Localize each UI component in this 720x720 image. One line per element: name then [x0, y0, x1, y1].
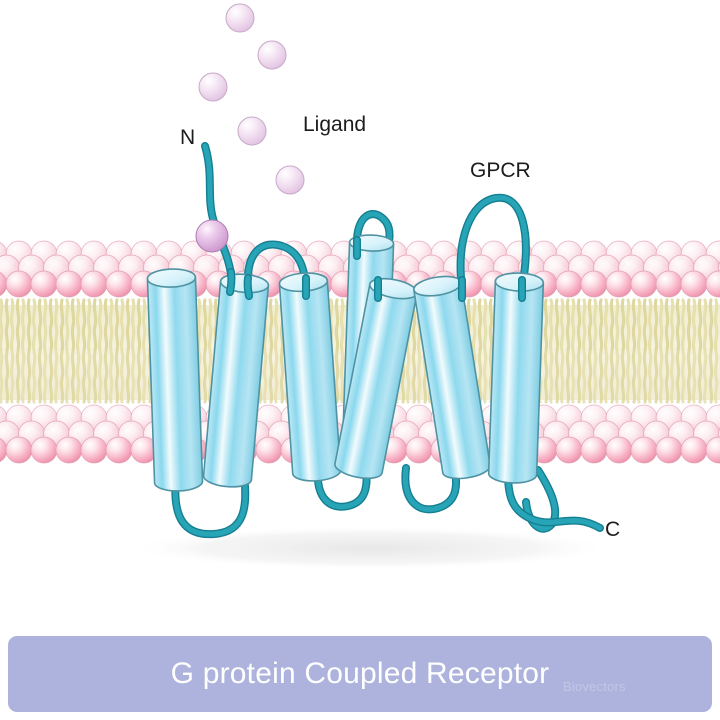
title-bar: G protein Coupled Receptor [8, 636, 712, 712]
helix-tm7 [487, 272, 545, 484]
c-terminus-tail [504, 470, 604, 532]
label-ligand: Ligand [303, 113, 367, 136]
ligand-sphere-4 [237, 116, 267, 146]
ligand-molecules [195, 3, 305, 253]
figure-title: G protein Coupled Receptor [170, 657, 550, 690]
ligand-sphere-6 [195, 219, 229, 253]
ligand-sphere-5 [275, 165, 305, 195]
transmembrane-helices [146, 234, 545, 492]
label-gpcr: GPCR [470, 159, 531, 182]
loop-entry-stubs [226, 236, 526, 302]
watermark: Biovectors [563, 679, 626, 694]
ligand-sphere-1 [225, 3, 255, 33]
receptor-shadow [128, 526, 612, 570]
label-c-terminus: C [605, 518, 621, 541]
ligand-sphere-2 [257, 40, 287, 70]
ligand-sphere-3 [198, 72, 228, 102]
label-n-terminus: N [180, 126, 196, 149]
helix-tm1 [146, 268, 204, 492]
